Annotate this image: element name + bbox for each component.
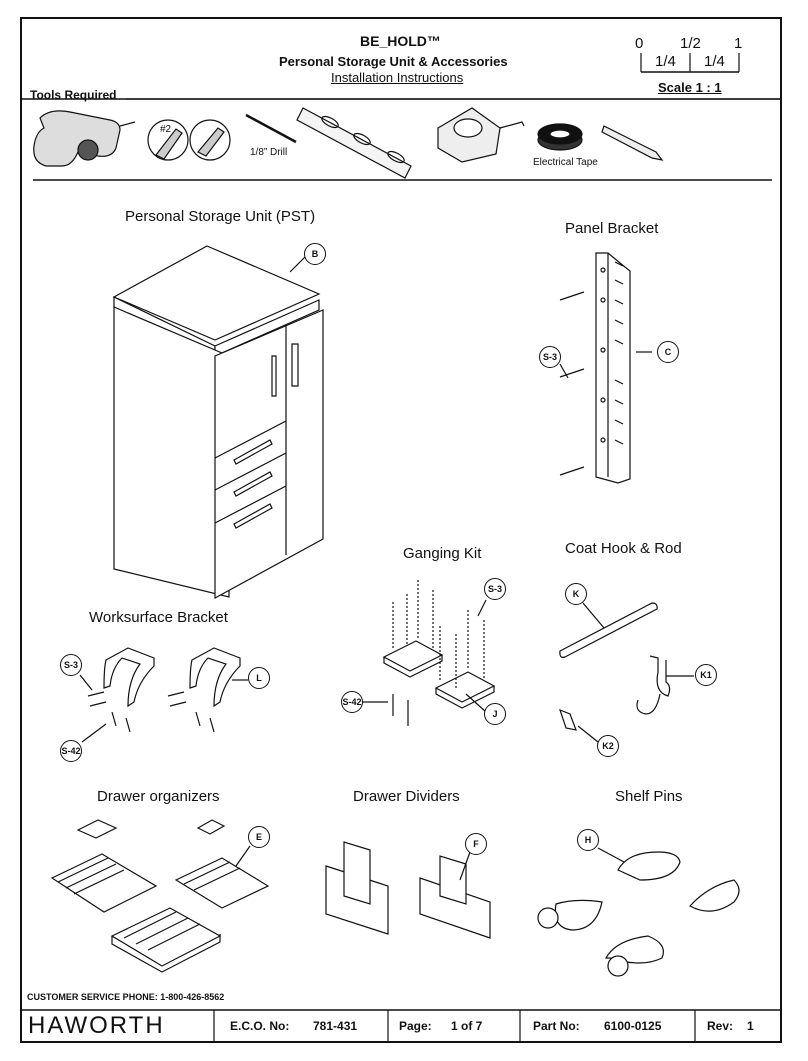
scale-label: Scale 1 : 1 xyxy=(658,80,722,95)
callout-c: C xyxy=(657,341,679,363)
callout-j: J xyxy=(484,703,506,725)
pencil-icon xyxy=(601,125,664,161)
tape-label: Electrical Tape xyxy=(533,157,598,168)
level-icon xyxy=(296,107,412,179)
worksurface-bracket-left xyxy=(87,647,155,733)
leader-e xyxy=(235,845,251,867)
drill-bit-icon xyxy=(245,113,297,144)
callout-s3-ws: S-3 xyxy=(60,654,82,676)
panel-bracket xyxy=(559,252,631,484)
panel-bracket-title: Panel Bracket xyxy=(565,220,659,237)
callout-k: K xyxy=(565,583,587,605)
brand-logo: HAWORTH xyxy=(28,1012,165,1039)
part-label: Part No: xyxy=(533,1019,580,1033)
drill-icon xyxy=(33,110,136,167)
callout-s42-ws: S-42 xyxy=(60,740,82,762)
coat-hook-bracket xyxy=(559,708,577,731)
scale-tick-1: 1 xyxy=(734,35,743,52)
doc-type: Installation Instructions xyxy=(331,70,464,85)
callout-e: E xyxy=(248,826,270,848)
customer-service-phone: CUSTOMER SERVICE PHONE: 1-800-426-8562 xyxy=(27,992,225,1002)
scale-quarter-right: 1/4 xyxy=(704,53,725,70)
drawer-dividers-title: Drawer Dividers xyxy=(353,788,460,805)
callout-h: H xyxy=(577,829,599,851)
callout-b: B xyxy=(304,243,326,265)
drill-label: 1/8” Drill xyxy=(250,147,288,158)
phillips-bit-icon xyxy=(147,119,189,161)
scale-icon xyxy=(640,53,740,73)
callout-s42-ganging: S-42 xyxy=(341,691,363,713)
leader-k xyxy=(582,602,605,629)
tape-measure-icon xyxy=(437,107,525,163)
eco-value: 781-431 xyxy=(313,1019,358,1033)
pst-title: Personal Storage Unit (PST) xyxy=(125,208,316,225)
callout-k1: K1 xyxy=(695,664,717,686)
rev-value: 1 xyxy=(747,1019,754,1033)
coat-rod xyxy=(559,602,658,658)
callout-l: L xyxy=(248,667,270,689)
coat-hook-title: Coat Hook & Rod xyxy=(565,540,682,557)
leader-b xyxy=(289,255,307,273)
part-value: 6100-0125 xyxy=(604,1019,662,1033)
coat-hook xyxy=(636,655,671,715)
leader-f xyxy=(459,851,471,881)
flat-bit-icon xyxy=(189,119,231,161)
eco-label: E.C.O. No: xyxy=(230,1019,290,1033)
leader-j xyxy=(465,693,487,713)
scale-tick-0: 0 xyxy=(635,35,644,52)
drawer-organizers xyxy=(50,819,270,973)
page-frame xyxy=(20,17,782,1043)
drawer-organizers-title: Drawer organizers xyxy=(97,788,220,805)
product-subtitle: Personal Storage Unit & Accessories xyxy=(279,54,508,69)
ganging-kit xyxy=(382,580,496,726)
bit-label: #2 xyxy=(160,124,172,135)
scale-tick-half: 1/2 xyxy=(680,35,701,52)
electrical-tape-icon xyxy=(537,123,583,151)
worksurface-bracket-title: Worksurface Bracket xyxy=(89,609,228,626)
callout-k2: K2 xyxy=(597,735,619,757)
product-title: BE_HOLD™ xyxy=(360,33,441,49)
callout-f: F xyxy=(465,833,487,855)
leader-s42-ws xyxy=(81,723,107,743)
callout-s3-panel: S-3 xyxy=(539,346,561,368)
page-value: 1 of 7 xyxy=(451,1019,483,1033)
shelf-pins xyxy=(537,851,740,977)
callout-s3-ganging: S-3 xyxy=(484,578,506,600)
ganging-kit-title: Ganging Kit xyxy=(403,545,482,562)
leader-s3-panel xyxy=(559,363,569,379)
leader-k2 xyxy=(577,725,599,743)
leader-s3-ganging xyxy=(477,599,487,617)
pst-cabinet xyxy=(112,245,324,600)
worksurface-bracket-right xyxy=(167,647,241,733)
leader-h xyxy=(597,847,625,863)
shelf-pins-title: Shelf Pins xyxy=(615,788,683,805)
leader-s3-ws xyxy=(79,674,93,691)
scale-quarter-left: 1/4 xyxy=(655,53,676,70)
page-label: Page: xyxy=(399,1019,432,1033)
rev-label: Rev: xyxy=(707,1019,734,1033)
drawer-dividers xyxy=(325,841,491,939)
